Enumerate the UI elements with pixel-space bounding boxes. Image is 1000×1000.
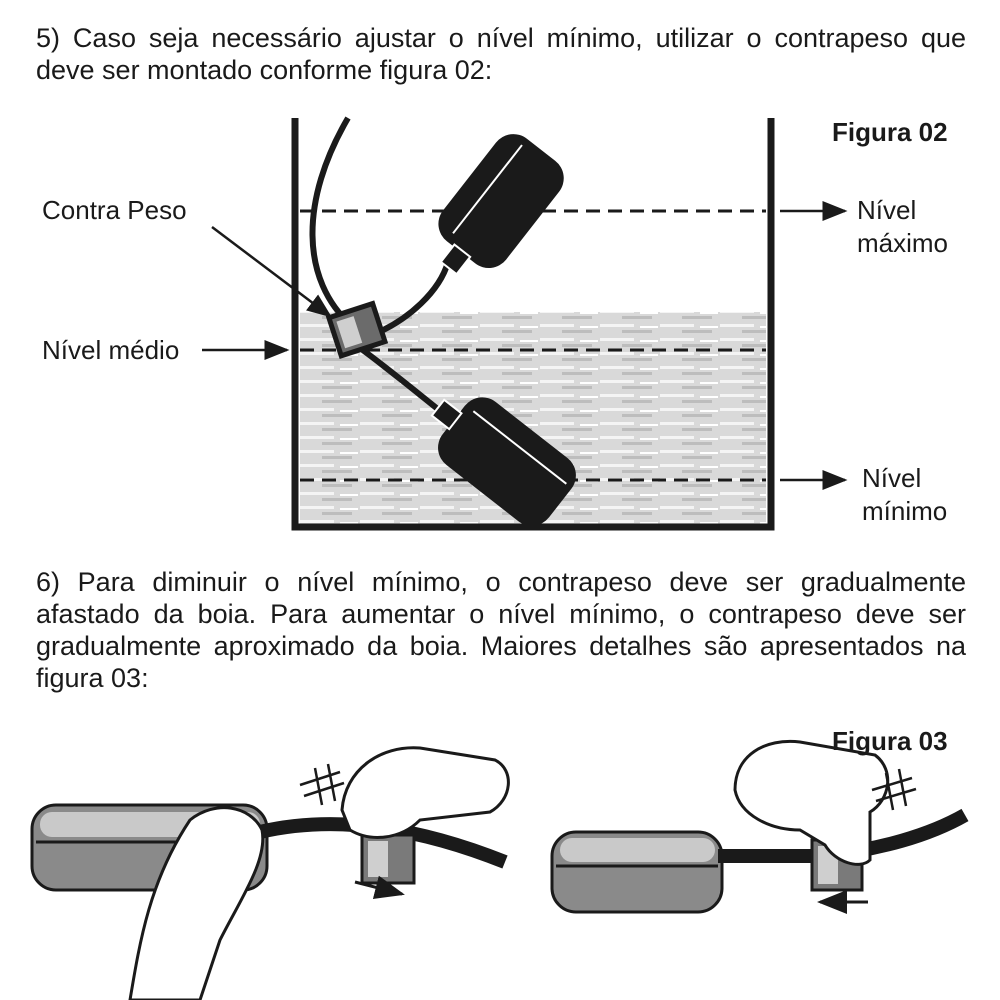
left-direction-arrow [354,875,405,899]
upper-float [438,134,564,276]
min-level-label-line2: mínimo [862,496,948,526]
right-float [550,830,724,914]
figure-03-title: Figura 03 [832,726,948,756]
step-6-text: 6) Para diminuir o nível mínimo, o contr… [36,567,966,693]
medium-level-label: Nível médio [42,335,180,365]
counterweight [325,300,389,359]
step-5-text: 5) Caso seja necessário ajustar o nível … [36,23,966,85]
counterweight-label: Contra Peso [42,195,187,225]
tank-outline [291,118,775,531]
left-motion-marks [299,763,345,806]
figure-03-illustration [30,739,969,1000]
left-hand-pulling-weight [340,746,510,839]
right-hand-pushing-weight [733,739,890,866]
lower-float [430,397,576,526]
left-hand-holding-float [128,806,265,1000]
right-motion-marks [871,768,917,811]
counterweight-pointer-arrow [211,226,332,318]
max-level-label-line1: Nível [857,195,917,225]
min-level-label-line1: Nível [862,463,922,493]
cable-lower-float [358,345,446,417]
left-counterweight [360,833,416,885]
figure-02-title: Figura 02 [832,117,948,147]
max-level-label-line2: máximo [857,228,949,258]
cable-top [309,116,354,329]
